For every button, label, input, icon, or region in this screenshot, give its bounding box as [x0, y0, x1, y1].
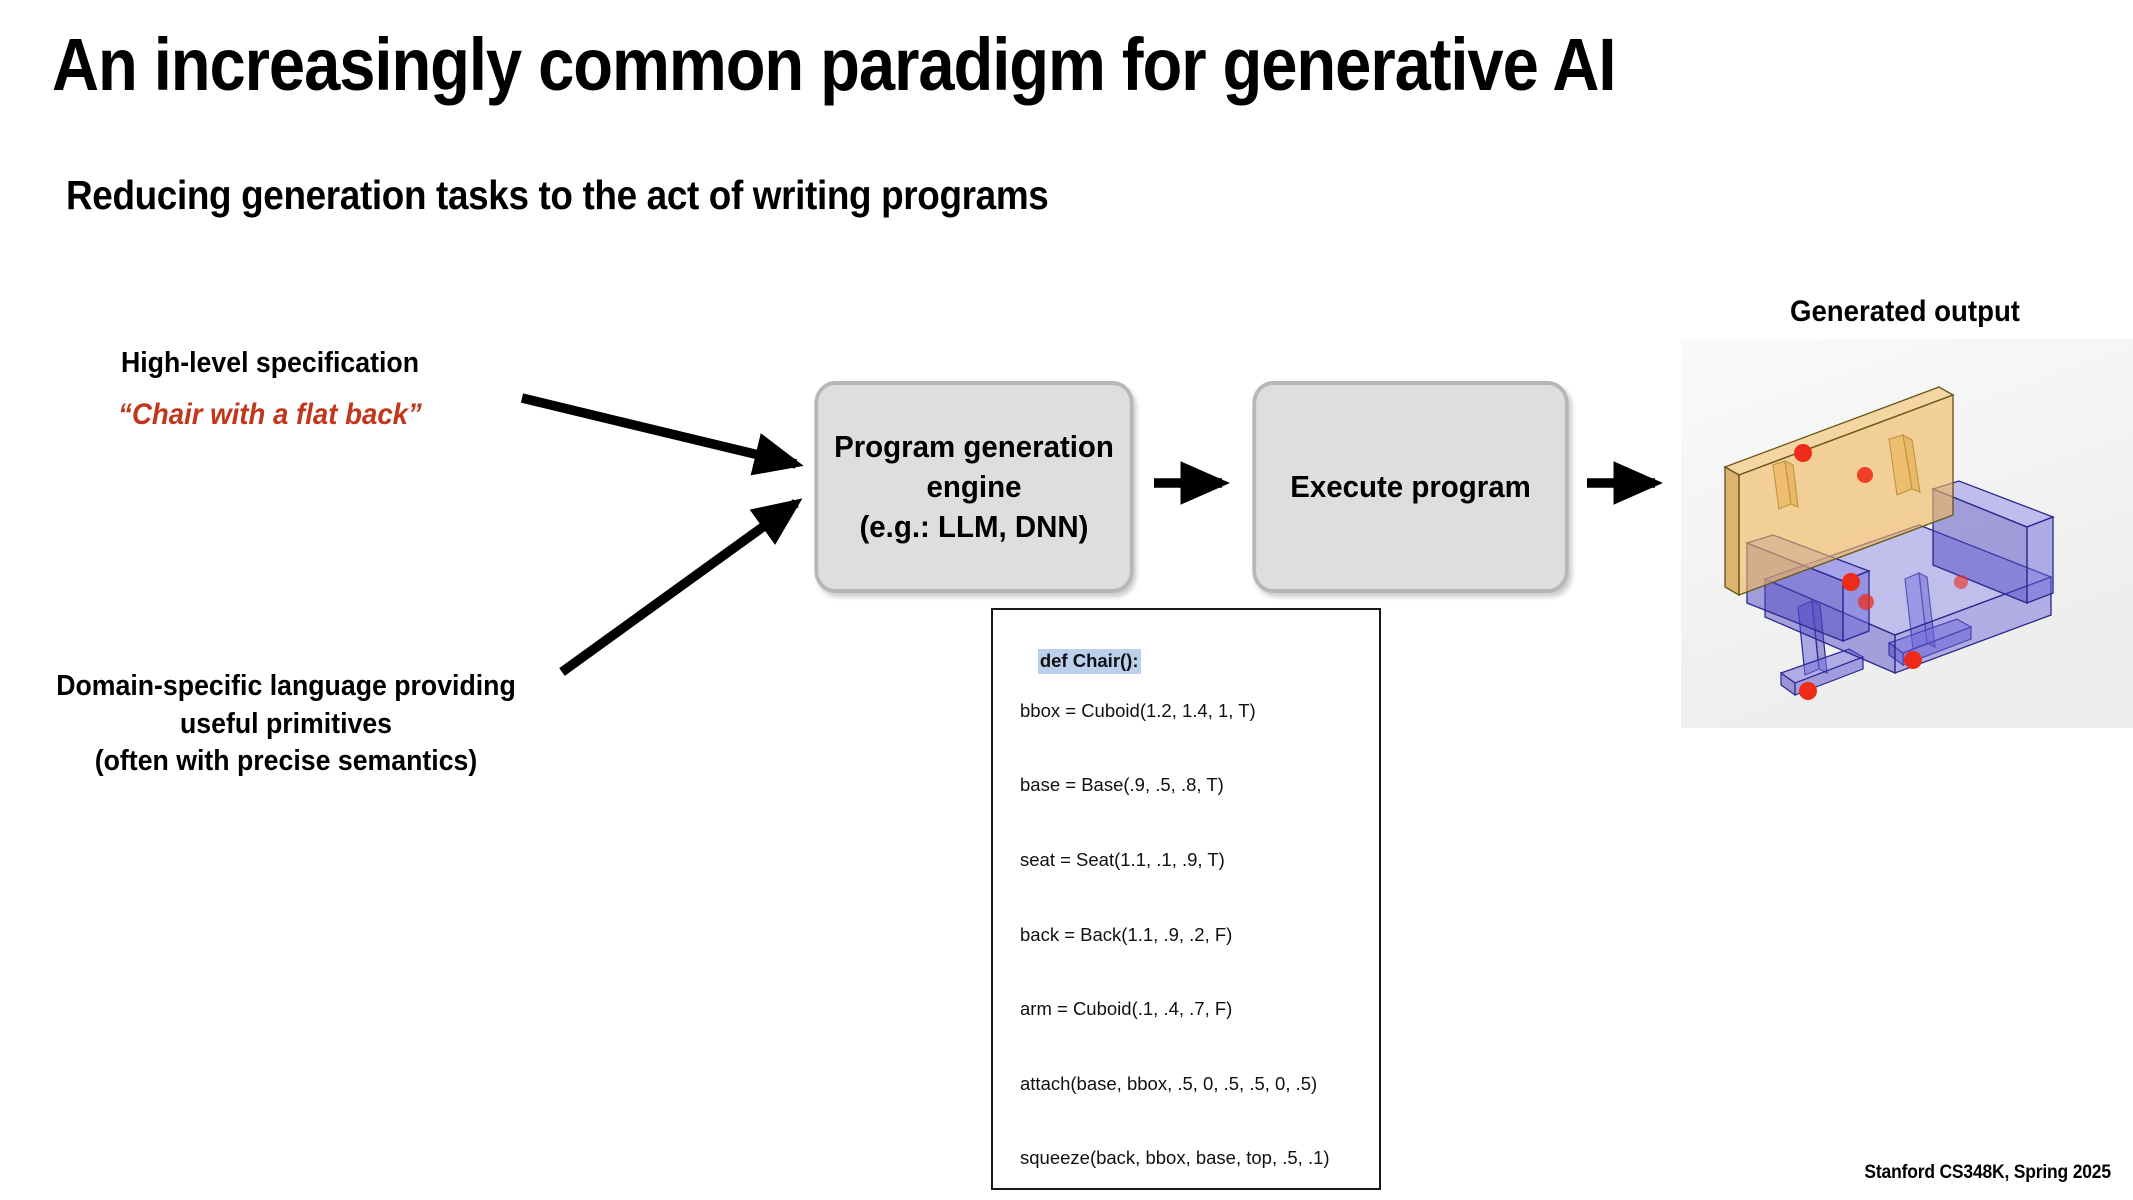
dsl-line-3: (often with precise semantics)	[94, 745, 478, 778]
attachment-points	[1794, 444, 1968, 700]
code-line: bbox = Cuboid(1.2, 1.4, 1, T)	[1020, 699, 1256, 721]
execute-program-box[interactable]: Execute program	[1252, 381, 1569, 593]
code-line: attach(base, bbox, .5, 0, .5, .5, 0, .5)	[1020, 1072, 1318, 1094]
execute-program-label: Execute program	[1290, 469, 1531, 505]
arrow-execute-to-output	[1587, 461, 1663, 505]
arrow-spec-to-generator	[520, 393, 804, 476]
chair-geometry	[1723, 386, 2055, 700]
chair-legs	[1779, 571, 1973, 697]
program-generation-engine-box[interactable]: Program generation engine (e.g.: LLM, DN…	[814, 381, 1134, 593]
generated-output-label: Generated output	[1789, 295, 2020, 328]
code-line: seat = Seat(1.1, .1, .9, T)	[1020, 848, 1225, 870]
dsl-line-1: Domain-specific language providing	[56, 670, 516, 702]
code-header-chair: def Chair():	[1037, 648, 1141, 674]
code-line: squeeze(back, bbox, base, top, .5, .1)	[1020, 1147, 1330, 1169]
generated-output-figure	[1681, 339, 2133, 728]
specification-quote: “Chair with a flat back”	[118, 398, 422, 431]
page-title: An increasingly common paradigm for gene…	[52, 23, 1616, 106]
chair-3d-render	[1681, 339, 2133, 728]
program-generation-engine-label: Program generation engine (e.g.: LLM, DN…	[834, 427, 1114, 546]
chair-back-panel	[1723, 386, 1955, 597]
generator-line-2: engine	[926, 469, 1022, 505]
chair-arm-right	[1931, 480, 2055, 604]
dsl-program-listing: def Chair(): bbox = Cuboid(1.2, 1.4, 1, …	[991, 608, 1381, 1190]
dsl-description-label: Domain-specific language providing usefu…	[38, 668, 535, 781]
code-line: back = Back(1.1, .9, .2, F)	[1020, 923, 1233, 945]
dsl-line-2: useful primitives	[179, 707, 393, 740]
code-line: arm = Cuboid(.1, .4, .7, F)	[1020, 998, 1233, 1020]
generator-line-1: Program generation	[834, 429, 1114, 465]
generator-line-3: (e.g.: LLM, DNN)	[859, 508, 1089, 544]
arrow-dsl-to-generator	[559, 498, 803, 676]
page-subtitle: Reducing generation tasks to the act of …	[66, 172, 1049, 218]
slide-footer: Stanford CS348K, Spring 2025	[1864, 1162, 2112, 1183]
code-line: base = Base(.9, .5, .8, T)	[1020, 774, 1224, 796]
code-block-chair: def Chair(): bbox = Cuboid(1.2, 1.4, 1, …	[1007, 624, 1379, 1200]
high-level-specification-label: High-level specification	[120, 347, 419, 379]
arrow-generator-to-execute	[1154, 461, 1230, 505]
